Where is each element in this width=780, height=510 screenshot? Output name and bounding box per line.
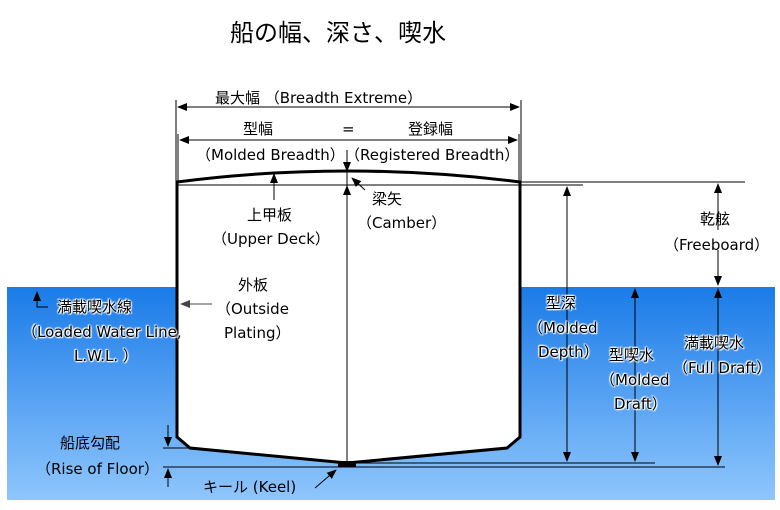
lwl-en1: （Loaded Water Line, bbox=[22, 323, 182, 341]
keel-label: キール (Keel) bbox=[203, 478, 297, 496]
molded-draft-en2: Draft） bbox=[614, 395, 667, 413]
dimension-lines bbox=[33, 100, 745, 489]
hull bbox=[175, 169, 522, 465]
molded-breadth-jp: 型幅 bbox=[243, 120, 274, 138]
outside-plating-en1: （Outside bbox=[216, 300, 289, 318]
lwl-pointer-arrow bbox=[33, 291, 48, 308]
molded-depth-en1: （Molded bbox=[528, 319, 598, 337]
molded-draft-jp: 型喫水 bbox=[609, 346, 655, 364]
camber-en: （Camber） bbox=[357, 214, 447, 232]
registered-breadth-en: （Registered Breadth） bbox=[345, 146, 520, 164]
rise-of-floor-en: （Rise of Floor） bbox=[36, 460, 159, 478]
lwl-en2: L.W.L. ） bbox=[74, 347, 138, 365]
rise-of-floor-jp: 船底勾配 bbox=[60, 434, 121, 452]
keel-block bbox=[338, 461, 356, 467]
keel-pointer-arrow bbox=[314, 469, 337, 489]
camber-pointer-arrow bbox=[351, 177, 366, 191]
molded-draft-en1: （Molded bbox=[600, 371, 670, 389]
freeboard-jp: 乾舷 bbox=[700, 210, 731, 228]
molded-depth-en2: Depth） bbox=[538, 343, 599, 361]
diagram-title: 船の幅、深さ、喫水 bbox=[230, 19, 446, 47]
upper-deck-en: （Upper Deck） bbox=[212, 230, 330, 248]
full-draft-jp: 満載喫水 bbox=[684, 334, 745, 352]
outside-plating-jp: 外板 bbox=[238, 276, 269, 294]
full-draft-en: （Full Draft） bbox=[673, 359, 772, 377]
registered-breadth-jp: 登録幅 bbox=[408, 120, 454, 138]
lwl-jp: 満載喫水線 bbox=[57, 298, 133, 316]
equals-sign: = bbox=[342, 120, 355, 138]
molded-depth-jp: 型深 bbox=[546, 294, 577, 312]
outside-plating-en2: Plating） bbox=[224, 324, 291, 342]
molded-breadth-en: （Molded Breadth） bbox=[196, 146, 345, 164]
camber-jp: 梁矢 bbox=[372, 190, 403, 208]
freeboard-en: （Freeboard） bbox=[664, 236, 770, 254]
breadth-extreme-label: 最大幅 （Breadth Extreme） bbox=[215, 89, 423, 107]
upper-deck-jp: 上甲板 bbox=[247, 206, 293, 224]
